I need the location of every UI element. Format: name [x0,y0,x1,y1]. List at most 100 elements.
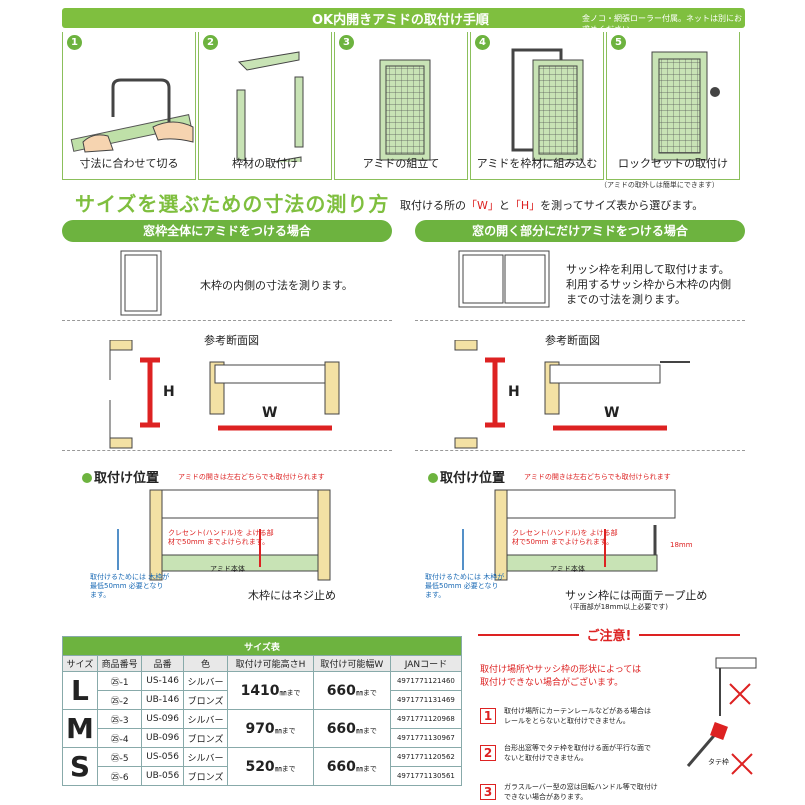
heading-text: 取付け位置 [94,471,160,486]
caution-title: ご注意! [478,625,740,644]
size-cell: M [62,709,98,748]
sub-text: を測ってサイズ表から選びます。 [540,199,704,212]
size-cell: S [62,747,98,786]
size-cell: L [62,671,98,710]
step-number: 2 [203,35,218,50]
caution-text-2: 台形出窓等でタテ枠を取付ける面が平行な面で ないと取付けできません。 [504,743,651,763]
left-case-pill: 窓枠全体にアミドをつける場合 [62,220,392,242]
window-icon [120,250,162,316]
table-header: 取付け可能幅W [312,655,391,672]
sub-text: と [498,199,510,212]
caution-text-1: 取付け場所にカーテンレールなどがある場合は レールをとらないと取付けできません。 [504,706,651,726]
divider [415,320,745,321]
height-value: 970 [245,720,275,737]
step-caption: アミドの組立て [362,157,440,170]
insert-illustration [511,48,584,161]
product-no: ㉕-4 [96,728,143,748]
left-position-diagram [117,489,331,581]
tate-label: タテ枠 [708,758,729,766]
product-no: ㉕-2 [96,690,143,710]
caution-text-3: ガラスルーバー型の窓は回転ハンドル等で取付け できない場合があります。 [504,782,658,802]
table-header: 取付け可能高さH [227,655,314,672]
caution-num-2: 2 [480,745,496,761]
right-crescent-note: クレセント(ハンドル)を よける部材で50mm までよけられます。 [512,529,618,546]
section-title: サイズを選ぶための寸法の測り方 [75,192,390,216]
caution-line: ないと取付けできません。 [504,754,588,762]
part-code: UB-056 [141,766,184,786]
left-h-label: H [163,384,175,400]
caution-title-text: ご注意! [578,629,640,644]
jan-code: 4971771130561 [389,766,463,786]
divider [415,450,745,451]
table-row: L ㉕-1 US-146 シルバー 1410㎜まで 660㎜まで 4971771… [62,671,463,710]
table-row: ㉕-6 UB-056 ブロンズ 4971771130561 [63,766,463,786]
height-cell: 520㎜まで [227,747,314,786]
divider [62,320,392,321]
right-h-label: H [508,384,520,400]
step-number: 5 [611,35,626,50]
screen-illustration [379,59,431,161]
unit: ㎜まで [274,764,296,773]
caution-line: ガラスルーバー型の窓は回転ハンドル等で取付け [504,783,658,791]
section-subtitle: 取付ける所の「W」と「H」を測ってサイズ表から選びます。 [400,197,703,213]
step-number: 3 [339,35,354,50]
sliding-window-icon [458,250,550,308]
caution-line: 台形出窓等でタテ枠を取付ける面が平行な面で [504,744,651,752]
step-3: 3 アミドの組立て [334,32,468,180]
width-cell: 660㎜まで [312,709,391,748]
unit: ㎜まで [355,764,377,773]
width-cell: 660㎜まで [312,747,391,786]
color-cell: シルバー [182,709,229,729]
product-no: ㉕-5 [96,747,143,767]
part-code: UB-146 [141,690,184,710]
left-section-diagram [109,340,340,449]
width-value: 660 [326,682,356,699]
height-value: 1410 [240,682,280,699]
jan-code: 4971771121460 [389,671,463,691]
left-screw-label: 木枠にはネジ止め [248,589,336,602]
jan-code: 4971771131469 [389,690,463,710]
right-body-label: アミド本体 [550,565,585,573]
sub-h: 「H」 [509,199,541,212]
step-number: 1 [67,35,82,50]
caution-intro-2: 取付けできない場合がございます。 [480,678,624,688]
part-code: US-096 [141,709,184,729]
divider [62,450,392,451]
banner-title: OK内開きアミドの取付け手順 [312,13,489,28]
table-header: JANコード [389,655,463,672]
part-code: UB-096 [141,728,184,748]
product-no: ㉕-3 [96,709,143,729]
step-2: 2 枠材の取付け [198,32,332,180]
banner-note: 金ノコ・網張ローラー付属。ネットは別にお求めください。 [582,14,742,34]
step-4: 4 アミドを枠材に組み込む [470,32,604,180]
left-crescent-note: クレセント(ハンドル)を よける部材で50mm までよけられます。 [168,529,274,546]
step-1: 1 寸法に合わせて切る [62,32,196,180]
table-row: M ㉕-3 US-096 シルバー 970㎜まで 660㎜まで 49717711… [62,709,463,748]
right-position-diagram [462,489,676,581]
height-cell: 970㎜まで [227,709,314,748]
caution-intro-1: 取付け場所やサッシ枠の形状によっては [480,665,642,675]
width-value: 660 [326,720,356,737]
step-number: 4 [475,35,490,50]
left-pos-heading: 取付け位置 [82,467,159,486]
left-pos-note: アミドの開きは左右どちらでも取付けられます [178,473,325,481]
removal-note: （アミドの取外しは簡単にできます） [600,181,719,189]
right-pos-note: アミドの開きは左右どちらでも取付けられます [524,473,671,481]
caution-intro: 取付け場所やサッシ枠の形状によっては 取付けできない場合がございます。 [480,664,641,690]
unit: ㎜まで [274,726,296,735]
height-value: 520 [245,758,275,775]
step-5: 5 ロックセットの取付け [606,32,740,180]
part-code: US-146 [141,671,184,691]
right-case-pill: 窓の開く部分にだけアミドをつける場合 [415,220,745,242]
caution-line: 取付け場所にカーテンレールなどがある場合は [504,707,651,715]
sub-text: 取付ける所の [400,199,466,212]
right-w-label: W [604,405,620,421]
bullet-icon [82,473,92,483]
caution-line: レールをとらないと取付けできません。 [504,717,630,725]
right-tape-note: (平面部が18mm以上必要です) [570,603,669,611]
product-no: ㉕-1 [96,671,143,691]
right-pos-heading: 取付け位置 [428,467,505,486]
sub-w: 「W」 [466,199,499,212]
right-desc-3: までの寸法を測ります。 [566,293,686,306]
right-section-diagram [454,340,690,449]
